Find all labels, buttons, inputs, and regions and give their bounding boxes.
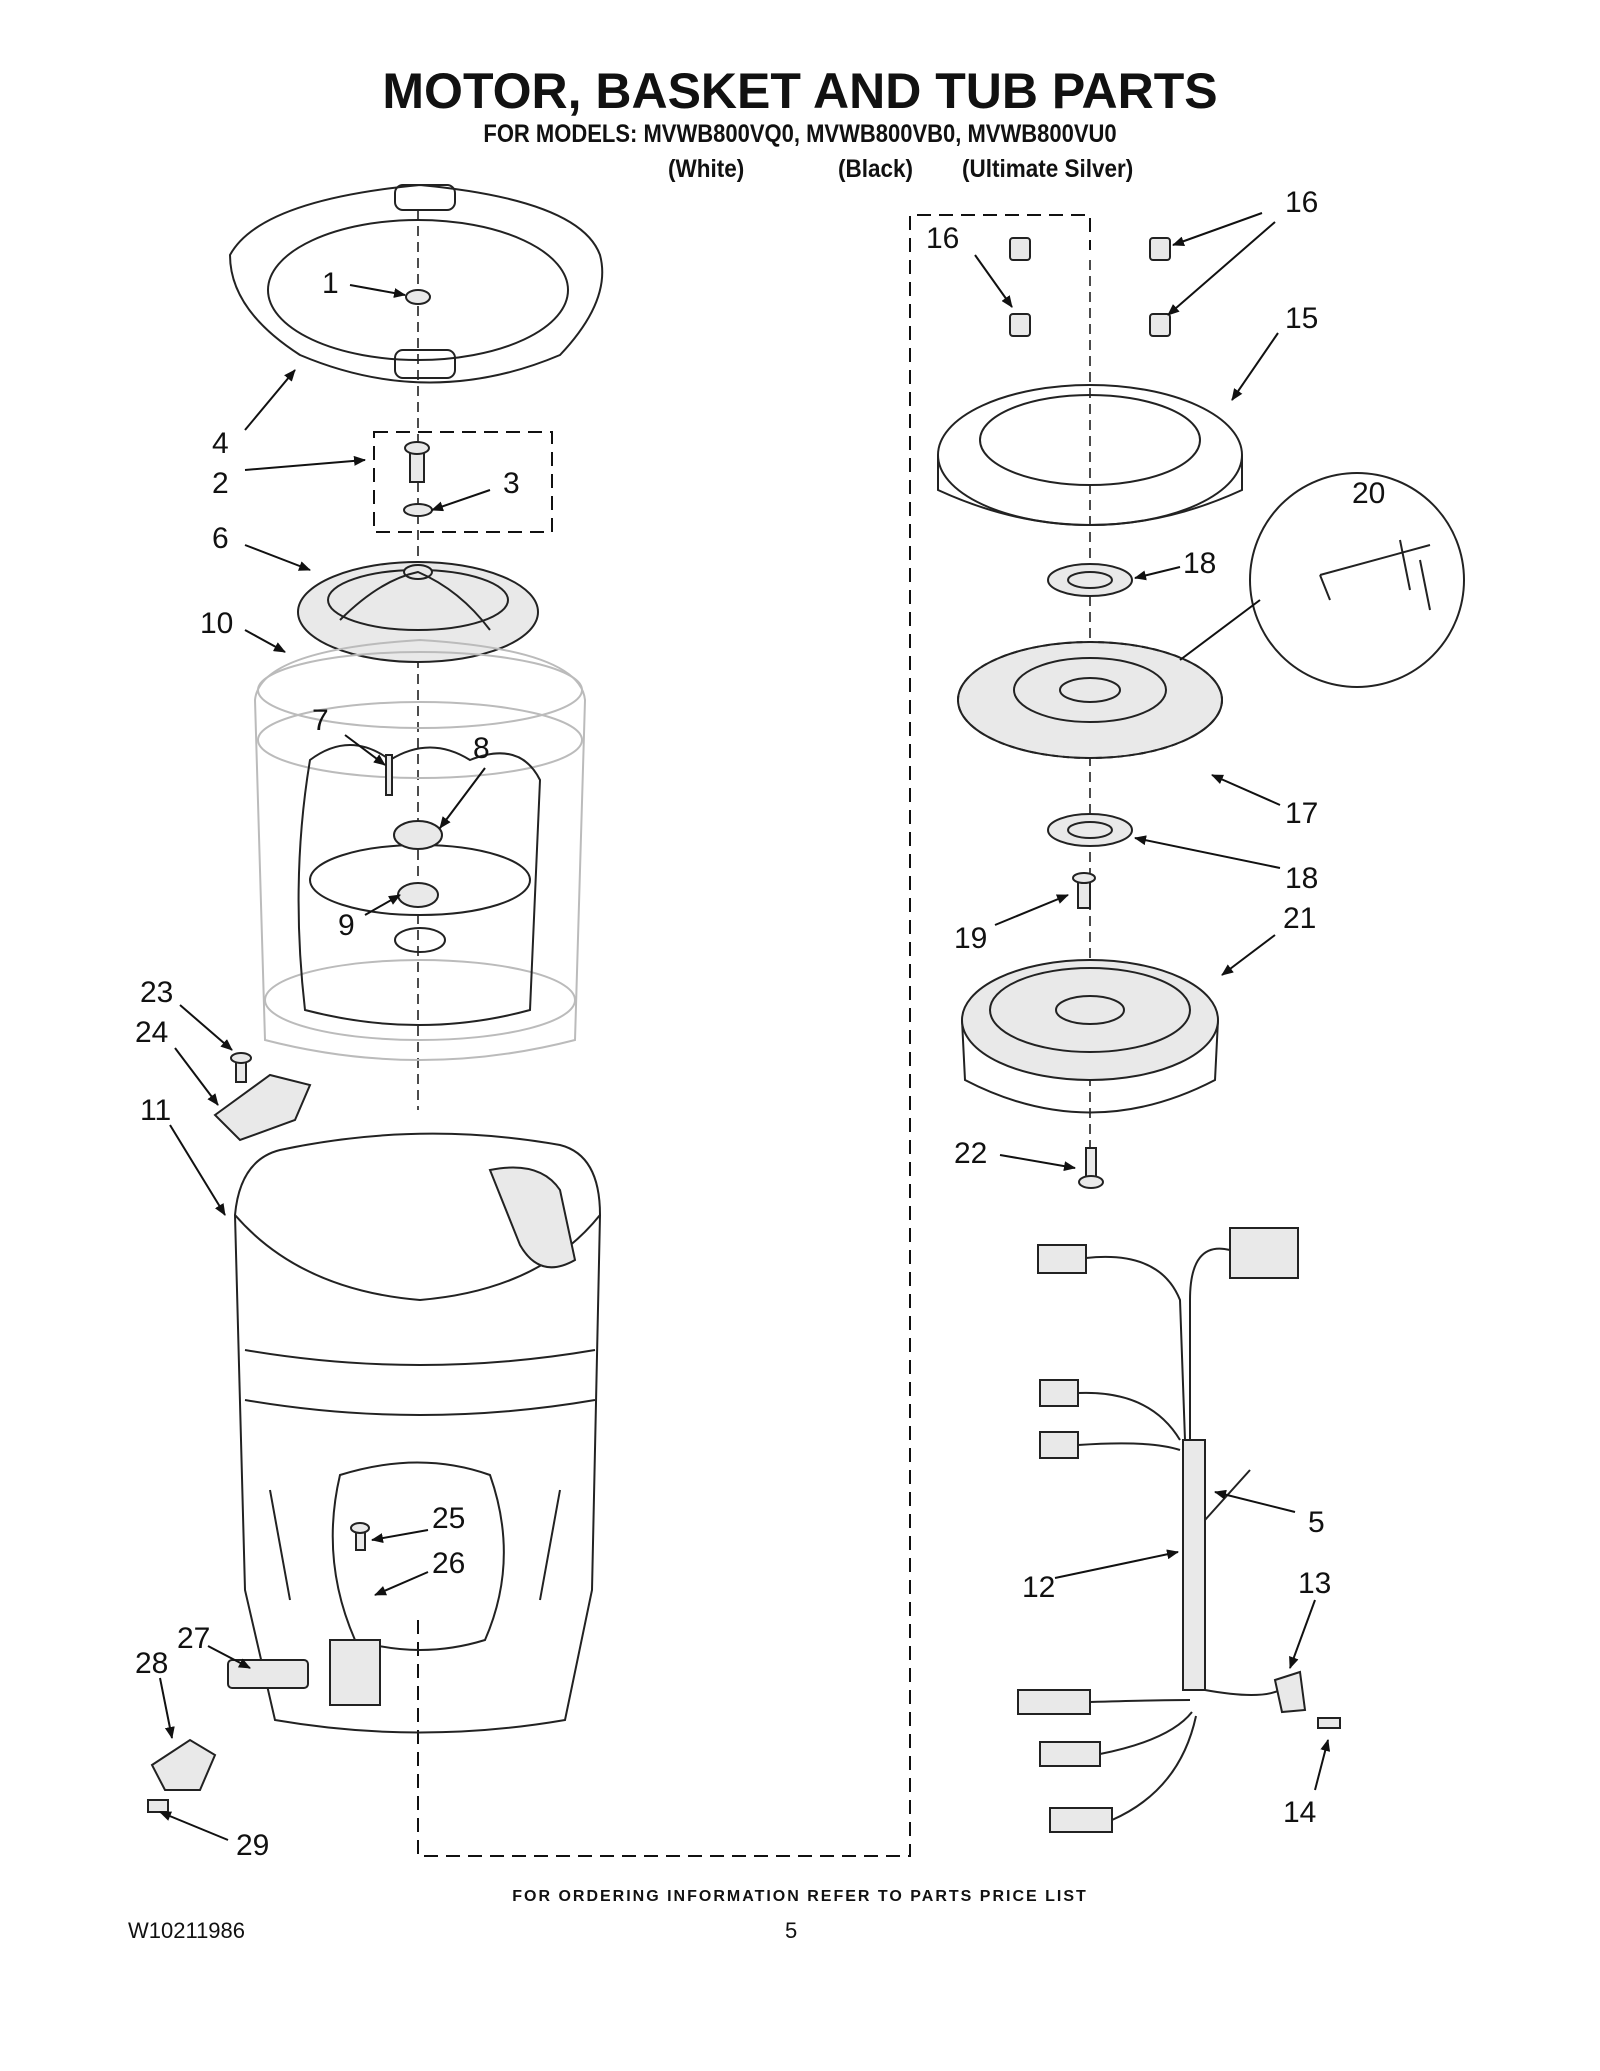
callout-11: 11 (140, 1094, 171, 1127)
callout-7: 7 (312, 704, 329, 737)
document-number: W10211986 (128, 1918, 246, 1943)
callout-5: 5 (1308, 1506, 1325, 1539)
pin-parts (1009, 237, 1171, 337)
callout-6: 6 (212, 522, 229, 555)
rotor-part (961, 959, 1219, 1114)
ordering-note: FOR ORDERING INFORMATION REFER TO PARTS … (512, 1888, 1088, 1905)
cover-and-screw-part (213, 1052, 312, 1142)
callout-17: 17 (1285, 797, 1318, 830)
callout-12: 12 (1022, 1571, 1055, 1604)
callout-9: 9 (338, 909, 355, 942)
models-subtitle: FOR MODELS: MVWB800VQ0, MVWB800VB0, MVWB… (483, 120, 1117, 148)
callout-15: 15 (1285, 302, 1318, 335)
bolt-part (1072, 872, 1096, 909)
callout-23: 23 (140, 976, 173, 1009)
tub-ring-part (228, 183, 604, 384)
detail-circle-part-20 (1179, 472, 1465, 688)
impeller-part (297, 561, 539, 663)
callout-16-right: 16 (1285, 186, 1318, 219)
basket-bolt-assembly (373, 431, 553, 533)
stator-housing-part (937, 384, 1243, 526)
rotor-bolt-part (1078, 1147, 1104, 1189)
wire-harness-part (1017, 1227, 1341, 1833)
callout-4: 4 (212, 427, 229, 460)
basket-part (253, 638, 587, 1061)
callout-24: 24 (135, 1016, 168, 1049)
outer-tub-part (233, 1132, 602, 1734)
callout-labels: 1 2 3 4 5 6 7 8 9 10 11 12 13 14 15 16 1… (135, 186, 1385, 1862)
callout-26: 26 (432, 1547, 465, 1580)
callout-19: 19 (954, 922, 987, 955)
page-number: 5 (785, 1918, 798, 1943)
callout-20: 20 (1352, 477, 1385, 510)
callout-8: 8 (473, 732, 490, 765)
callout-28: 28 (135, 1647, 168, 1680)
callout-2: 2 (212, 467, 229, 500)
heater-bracket-parts (147, 1639, 381, 1813)
callout-25: 25 (432, 1502, 465, 1535)
tub-screw-part (350, 1522, 370, 1551)
stator-part (957, 641, 1223, 759)
callout-16-left: 16 (926, 222, 959, 255)
callout-1: 1 (322, 267, 339, 300)
shim-parts (1047, 563, 1133, 847)
page-title: MOTOR, BASKET AND TUB PARTS (382, 63, 1218, 119)
variant-black: (Black) (838, 155, 914, 183)
callout-18-top: 18 (1183, 547, 1216, 580)
callout-29: 29 (236, 1829, 269, 1862)
variant-white: (White) (668, 155, 745, 183)
callout-27: 27 (177, 1622, 210, 1655)
callout-14: 14 (1283, 1796, 1316, 1829)
callout-10: 10 (200, 607, 233, 640)
callout-22: 22 (954, 1137, 987, 1170)
callout-18-bottom: 18 (1285, 862, 1318, 895)
leader-arrows (159, 212, 1331, 1841)
callout-21: 21 (1283, 902, 1316, 935)
callout-3: 3 (503, 467, 520, 500)
callout-13: 13 (1298, 1567, 1331, 1600)
variant-ultimate-silver: (Ultimate Silver) (962, 155, 1134, 183)
